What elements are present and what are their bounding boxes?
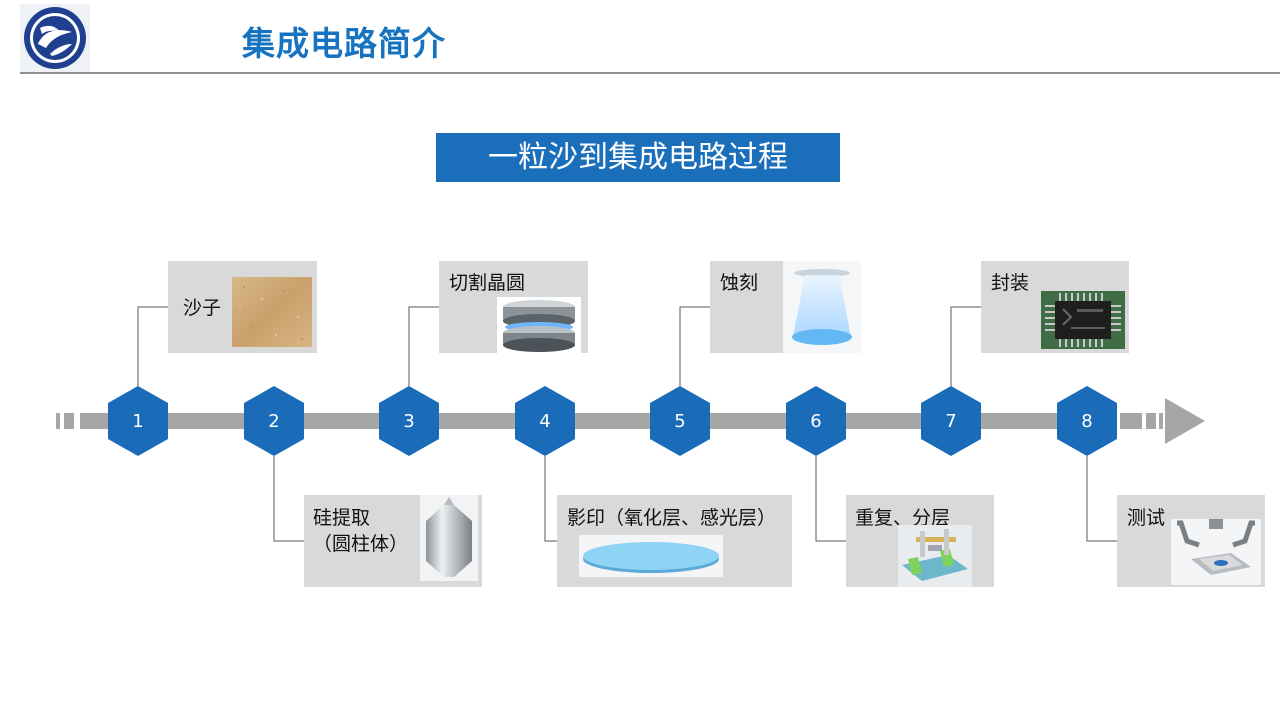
step-2-label-line2: （圆柱体） — [313, 533, 409, 555]
step-3-number: 3 — [403, 411, 415, 432]
step-8-number: 8 — [1081, 411, 1093, 432]
step-5-hexagon — [650, 386, 710, 456]
timeline-arrow-bar — [102, 413, 1114, 429]
step-2-number: 2 — [268, 411, 280, 432]
step-5-card: 蚀刻 — [710, 261, 861, 353]
step-4-number: 4 — [539, 411, 551, 432]
arrow-tail-dash-1 — [56, 413, 60, 429]
connector-step-7 — [950, 306, 981, 386]
step-2-hexagon — [244, 386, 304, 456]
connector-step-6 — [815, 456, 846, 542]
step-4-hexagon — [515, 386, 575, 456]
step-1-label: 沙子 — [183, 297, 222, 319]
step-1-hexagon — [108, 386, 168, 456]
silicon-ingot-image — [420, 495, 478, 581]
step-6-card: 重复、分层 — [846, 495, 994, 587]
step-6-hexagon — [786, 386, 846, 456]
connector-step-4 — [544, 456, 557, 542]
step-3-hexagon — [379, 386, 439, 456]
arrow-tail-dash-3 — [80, 413, 102, 429]
step-1-card: 沙子 — [168, 261, 317, 353]
university-logo — [20, 4, 90, 72]
chip-package-image — [1041, 291, 1125, 349]
arrow-tail-dash-2 — [64, 413, 74, 429]
connector-step-3 — [408, 306, 439, 386]
step-4-card: 影印（氧化层、感光层） — [557, 495, 792, 587]
wafer-disc-image — [579, 535, 723, 577]
process-banner: 一粒沙到集成电路过程 — [436, 133, 840, 182]
step-8-card: 测试 — [1117, 495, 1265, 587]
arrow-head-dash-2 — [1146, 413, 1156, 429]
connector-step-5 — [679, 306, 710, 386]
step-3-card: 切割晶圆 — [439, 261, 588, 355]
step-3-label: 切割晶圆 — [449, 272, 526, 294]
step-6-label: 重复、分层 — [855, 507, 951, 529]
step-7-label: 封装 — [991, 272, 1030, 294]
header-divider — [20, 72, 1280, 74]
sand-image — [232, 277, 312, 347]
step-1-number: 1 — [132, 411, 144, 432]
step-8-label: 测试 — [1127, 507, 1166, 529]
timeline-arrow-head — [1165, 398, 1205, 444]
step-7-card: 封装 — [981, 261, 1129, 353]
step-2-card: 硅提取 （圆柱体） — [304, 495, 482, 587]
step-8-hexagon — [1057, 386, 1117, 456]
step-4-label: 影印（氧化层、感光层） — [567, 507, 777, 529]
connector-step-1 — [137, 306, 168, 386]
arrow-head-dash-1 — [1120, 413, 1142, 429]
etching-light-image — [783, 261, 861, 353]
connector-step-2 — [273, 456, 304, 542]
chip-testing-image — [1171, 519, 1261, 585]
layered-structure-image — [898, 525, 972, 587]
wafer-slicing-image — [497, 297, 581, 355]
connector-step-8 — [1086, 456, 1117, 542]
step-7-hexagon — [921, 386, 981, 456]
step-6-number: 6 — [810, 411, 822, 432]
step-5-label: 蚀刻 — [720, 272, 759, 294]
page-title: 集成电路简介 — [242, 24, 446, 63]
step-5-number: 5 — [674, 411, 686, 432]
step-7-number: 7 — [945, 411, 957, 432]
arrow-head-dash-3 — [1159, 413, 1163, 429]
step-2-label-line1: 硅提取 — [313, 507, 371, 529]
